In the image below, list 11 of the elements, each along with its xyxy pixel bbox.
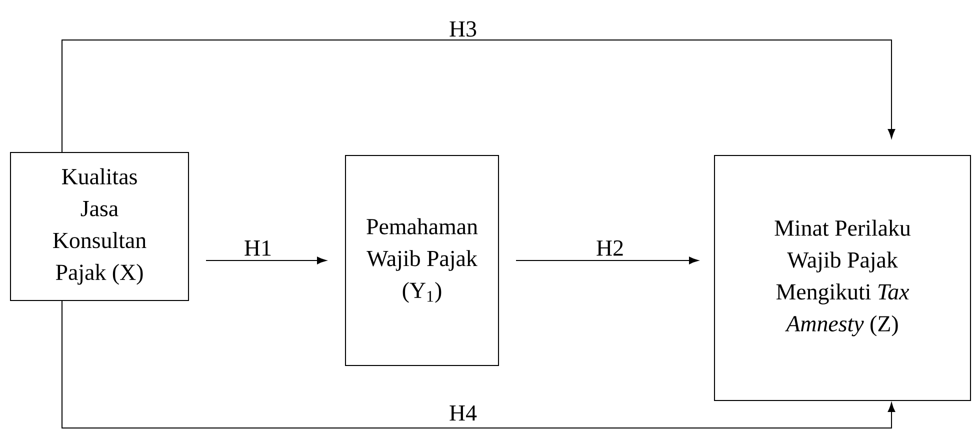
arrow bbox=[206, 256, 326, 264]
edge-label: H1 bbox=[244, 240, 271, 256]
process-box: Minat Perilaku Wajib Pajak Mengikuti Tax Amnesty (Z) bbox=[714, 155, 971, 401]
edge-label: H3 bbox=[450, 21, 476, 37]
arrow bbox=[516, 256, 698, 264]
process-box: Kualitas Jasa Konsultan Pajak (X) bbox=[10, 152, 189, 301]
edge-label: H4 bbox=[450, 405, 477, 421]
arrow bbox=[62, 300, 896, 428]
edge-label: H2 bbox=[596, 240, 623, 256]
process-box: Pemahaman Wajib Pajak (Y$_{1}$) bbox=[345, 155, 499, 366]
arrow bbox=[62, 40, 896, 152]
